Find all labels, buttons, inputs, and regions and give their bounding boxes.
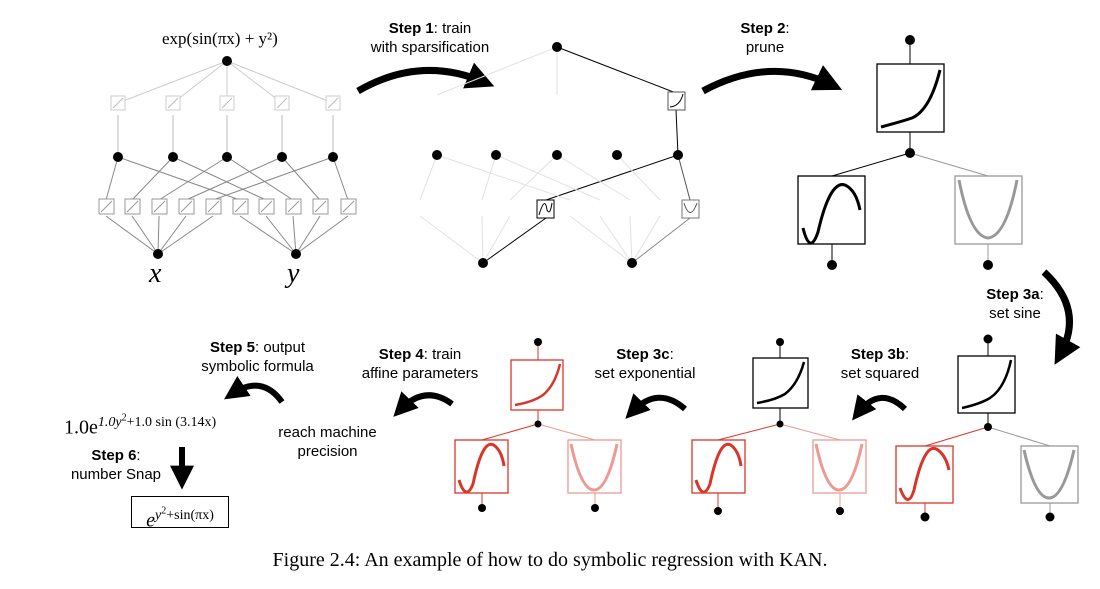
arrow-step4 [393, 391, 454, 417]
kan-step3c-nodes [478, 338, 599, 512]
kan-full-nodes [113, 56, 338, 259]
input-y-label: y [287, 258, 300, 289]
arrow-step5 [224, 376, 285, 404]
kan-full-upper-activations [110, 95, 341, 111]
arrow-step3c [625, 393, 687, 419]
kan-pruned-nodes [827, 35, 993, 270]
kan-step3b-nodes [714, 338, 844, 515]
target-formula: exp(sin(πx) + y²) [162, 29, 278, 48]
kan-full-network [105, 60, 349, 255]
figure-caption: Figure 2.4: An example of how to do symb… [272, 549, 828, 571]
kan-step3c-network [454, 342, 622, 505]
step6-label: Step 6:number Snap [70, 447, 162, 483]
kan-full-lower-activations [98, 198, 357, 215]
kan-step3b-network [691, 342, 867, 507]
kan-sparse-nodes [432, 42, 683, 268]
arrow-step2 [701, 65, 843, 95]
symbolic-formula-raw: 1.0e1.0y2+1.0 sin (3.14x) [64, 412, 217, 439]
arrow-step1 [356, 62, 495, 95]
symbolic-formula-final: ey2+sin(πx) [131, 496, 229, 531]
kan-pruned-network [797, 40, 1023, 265]
kan-step3a-nodes [920, 334, 1055, 522]
kan-step3a-network [895, 339, 1079, 516]
arrow-step3a [1041, 269, 1081, 365]
step2-label: Step 2:prune [740, 20, 790, 56]
kan-sparse-network [419, 46, 700, 264]
arrow-step3b [852, 394, 908, 421]
step3c-label: Step 3c:set exponential [594, 346, 696, 382]
input-x-label: x [149, 258, 162, 289]
step3a-label: Step 3a:set sine [986, 286, 1044, 322]
step3b-label: Step 3b:set squared [840, 346, 920, 382]
